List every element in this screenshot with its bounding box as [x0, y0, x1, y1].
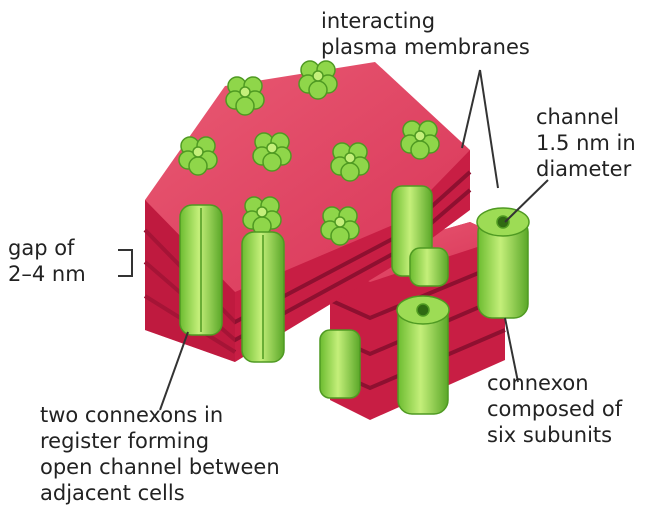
label-line: diameter [536, 156, 636, 182]
label-gap: gap of 2–4 nm [8, 235, 86, 287]
label-channel: channel 1.5 nm in diameter [536, 104, 636, 182]
label-line: adjacent cells [40, 480, 280, 506]
isolated-connexon-right [477, 208, 529, 318]
label-connexon: connexon composed of six subunits [487, 370, 622, 448]
label-line: register forming [40, 428, 280, 454]
label-line: gap of [8, 235, 86, 261]
label-line: 2–4 nm [8, 261, 86, 287]
label-line: open channel between [40, 454, 280, 480]
label-line: two connexons in [40, 402, 280, 428]
leader-interacting-1 [462, 70, 480, 148]
label-line: composed of [487, 396, 622, 422]
label-line: connexon [487, 370, 622, 396]
label-interacting-membranes: interacting plasma membranes [321, 8, 530, 60]
label-line: channel [536, 104, 636, 130]
leader-interacting-2 [480, 70, 498, 188]
label-line: plasma membranes [321, 34, 530, 60]
label-two-connexons: two connexons in register forming open c… [40, 402, 280, 506]
label-line: 1.5 nm in [536, 130, 636, 156]
label-line: six subunits [487, 422, 622, 448]
isolated-connexon-front [397, 296, 449, 414]
gap-bracket [118, 250, 132, 276]
label-line: interacting [321, 8, 530, 34]
leader-two-connexons [160, 332, 188, 410]
